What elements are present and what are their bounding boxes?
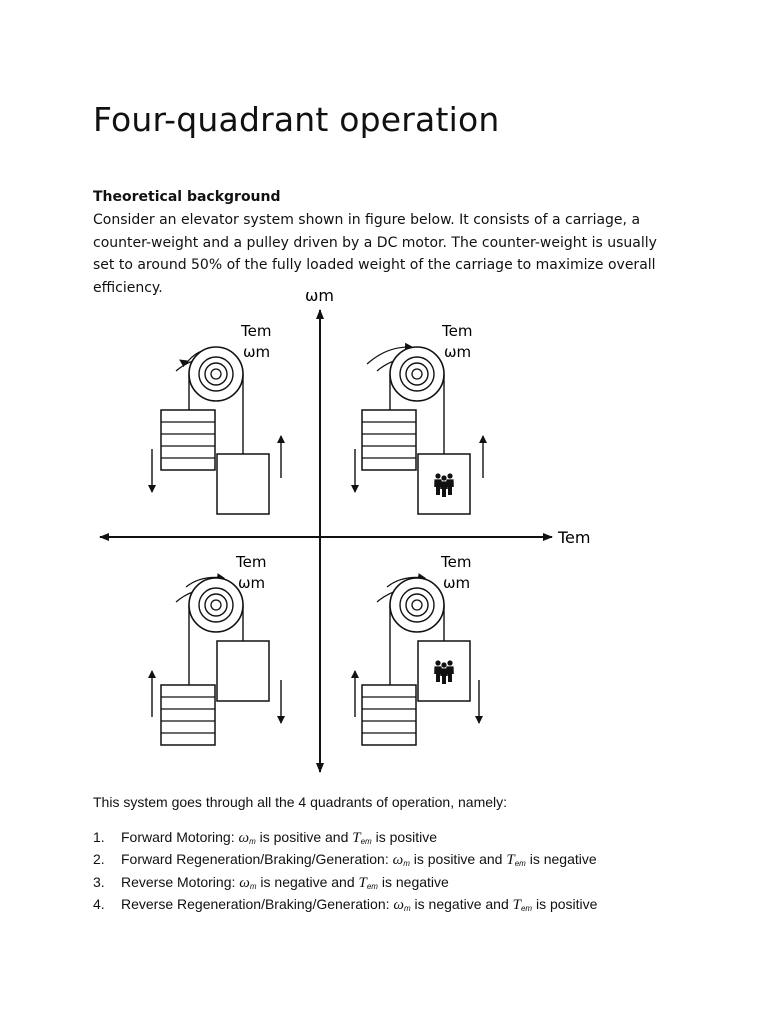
quadrant-3-speed-label: ωm [238, 574, 265, 592]
list-item: 4.Reverse Regeneration/Braking/Generatio… [93, 895, 598, 913]
page-title: Four-quadrant operation [93, 100, 500, 139]
quadrant-2-speed-label: ωm [243, 343, 270, 361]
quadrant-1-speed-label: ωm [444, 343, 471, 361]
quadrant-2-elevator: Tem ωm [148, 322, 285, 515]
quadrant-note: This system goes through all the 4 quadr… [93, 794, 508, 810]
intro-paragraph: Consider an elevator system shown in fig… [93, 212, 657, 296]
quadrant-3-elevator: Tem ωm [148, 553, 285, 746]
vertical-axis-label: ωm [305, 286, 334, 305]
quadrant-3-torque-label: Tem [235, 553, 266, 571]
list-item: 3.Reverse Motoring: ωm is negative and T… [93, 873, 449, 891]
quadrant-1-torque-label: Tem [441, 322, 472, 340]
quadrant-4-torque-label: Tem [440, 553, 471, 571]
elevator-quadrant-figure: ωm Tem Tem ωm Tem ωm [99, 286, 590, 773]
list-item: 1.Forward Motoring: ωm is positive and T… [93, 829, 438, 846]
section-heading: Theoretical background [93, 189, 281, 205]
quadrant-4-speed-label: ωm [443, 574, 470, 592]
quadrant-2-torque-label: Tem [240, 322, 271, 340]
list-item: 2.Forward Regeneration/Braking/Generatio… [93, 851, 597, 869]
quadrant-4-elevator: Tem ωm [351, 553, 483, 746]
horizontal-axis-label: Tem [557, 528, 590, 547]
quadrant-1-elevator: Tem ωm [351, 322, 487, 514]
operations-list: 1.Forward Motoring: ωm is positive and T… [93, 826, 597, 915]
